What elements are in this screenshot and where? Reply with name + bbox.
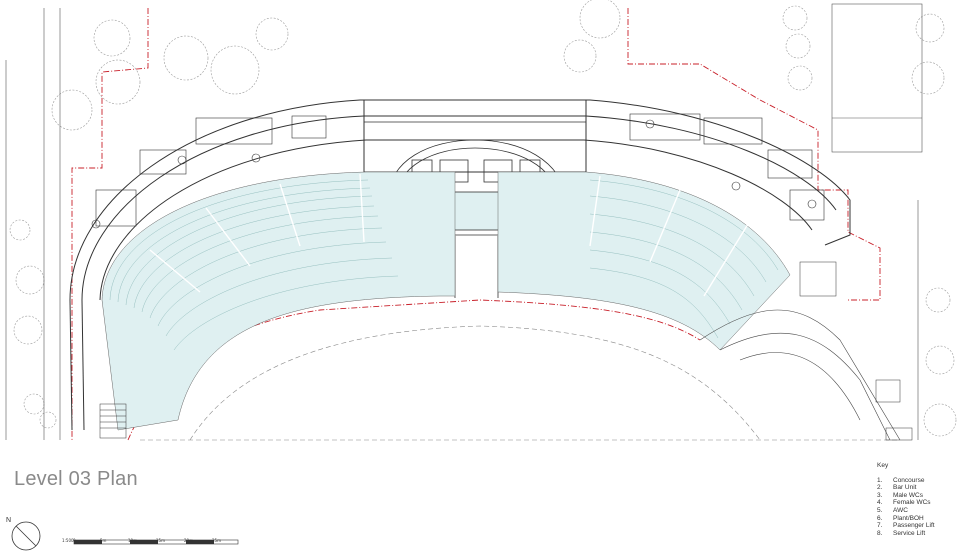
key-item: 5. AWC bbox=[877, 507, 935, 515]
plan-title: Level 03 Plan bbox=[14, 468, 138, 490]
scale-label: 0 bbox=[73, 538, 76, 543]
key-item: 3. Male WCs bbox=[877, 492, 935, 500]
key-item-label: Passenger Lift bbox=[893, 522, 935, 530]
scale-bar bbox=[73, 539, 239, 545]
north-label: N bbox=[6, 517, 11, 524]
stairs bbox=[99, 261, 913, 441]
key-item: 2. Bar Unit bbox=[877, 484, 935, 492]
scale-label: 20m bbox=[184, 538, 193, 543]
key-item-label: Bar Unit bbox=[893, 484, 917, 492]
key-item-label: Service Lift bbox=[893, 529, 926, 537]
site-trees bbox=[9, 0, 957, 437]
aisles bbox=[149, 173, 749, 297]
key-item: 4. Female WCs bbox=[877, 499, 935, 507]
key-item-number: 6. bbox=[877, 514, 883, 522]
key-item-label: AWC bbox=[893, 506, 908, 514]
key-item-label: Concourse bbox=[893, 476, 925, 484]
scale-label: 1:500 bbox=[62, 538, 74, 543]
key-item-number: 4. bbox=[877, 499, 883, 507]
plan-key: Key 1. Concourse 2. Bar Unit 3. Male WCs 4.… bbox=[877, 462, 935, 537]
site-context bbox=[5, 3, 923, 440]
key-item-label: Male WCs bbox=[893, 491, 923, 499]
pitch-and-lower-tier bbox=[140, 309, 901, 441]
key-item-number: 1. bbox=[877, 476, 883, 484]
key-item-label: Plant/BOH bbox=[893, 514, 924, 522]
scale-label: 15m bbox=[156, 538, 165, 543]
key-item-number: 7. bbox=[877, 522, 883, 530]
key-item-number: 3. bbox=[877, 491, 883, 499]
key-item: 6. Plant/BOH bbox=[877, 515, 935, 523]
key-item-number: 5. bbox=[877, 506, 883, 514]
key-item-number: 2. bbox=[877, 484, 883, 492]
key-item-number: 8. bbox=[877, 529, 883, 537]
key-item: 7. Passenger Lift bbox=[877, 522, 935, 530]
north-arrow bbox=[11, 521, 41, 551]
key-item: 8. Service Lift bbox=[877, 530, 935, 538]
scale-label: 5m bbox=[100, 538, 107, 543]
scale-label: 25m bbox=[212, 538, 221, 543]
facilities bbox=[91, 113, 825, 229]
stand-shell bbox=[69, 99, 851, 431]
seating-bowl bbox=[101, 171, 791, 431]
key-item-label: Female WCs bbox=[893, 499, 931, 507]
key-heading: Key bbox=[877, 462, 889, 469]
key-item: 1. Concourse bbox=[877, 477, 935, 485]
scale-label: 10m bbox=[128, 538, 137, 543]
